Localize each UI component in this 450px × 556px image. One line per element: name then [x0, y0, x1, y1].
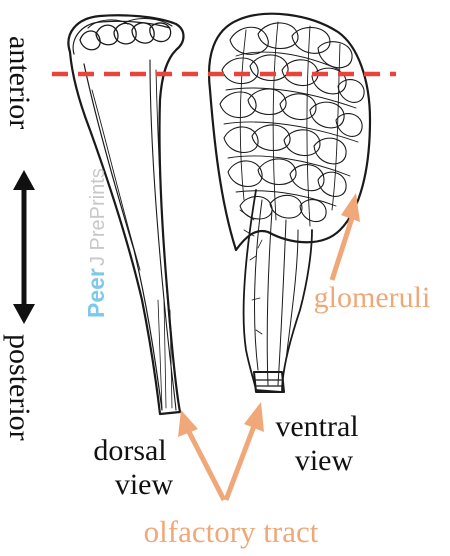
anterior-label: anterior — [3, 36, 36, 129]
dorsal-view-label-line1: dorsal — [93, 434, 166, 467]
posterior-label: posterior — [3, 334, 36, 441]
olfactory-tract-arrow-ventral — [226, 402, 264, 500]
watermark-brand: Peer — [83, 268, 109, 318]
dorsal-view-label-line2: view — [115, 468, 174, 501]
peerj-preprints-watermark: Peer J PrePrints — [83, 168, 109, 318]
ventral-view-label-line2: view — [295, 444, 354, 477]
olfactory-tract-label: olfactory tract — [144, 514, 319, 549]
olfactory-tract-arrow-dorsal — [178, 410, 224, 500]
glomeruli-label: glomeruli — [314, 281, 431, 314]
double-headed-arrow-icon — [13, 170, 35, 324]
watermark-rest: J PrePrints — [87, 168, 109, 266]
ventral-view-drawing — [209, 14, 370, 392]
ventral-view-label-line1: ventral — [275, 410, 358, 443]
